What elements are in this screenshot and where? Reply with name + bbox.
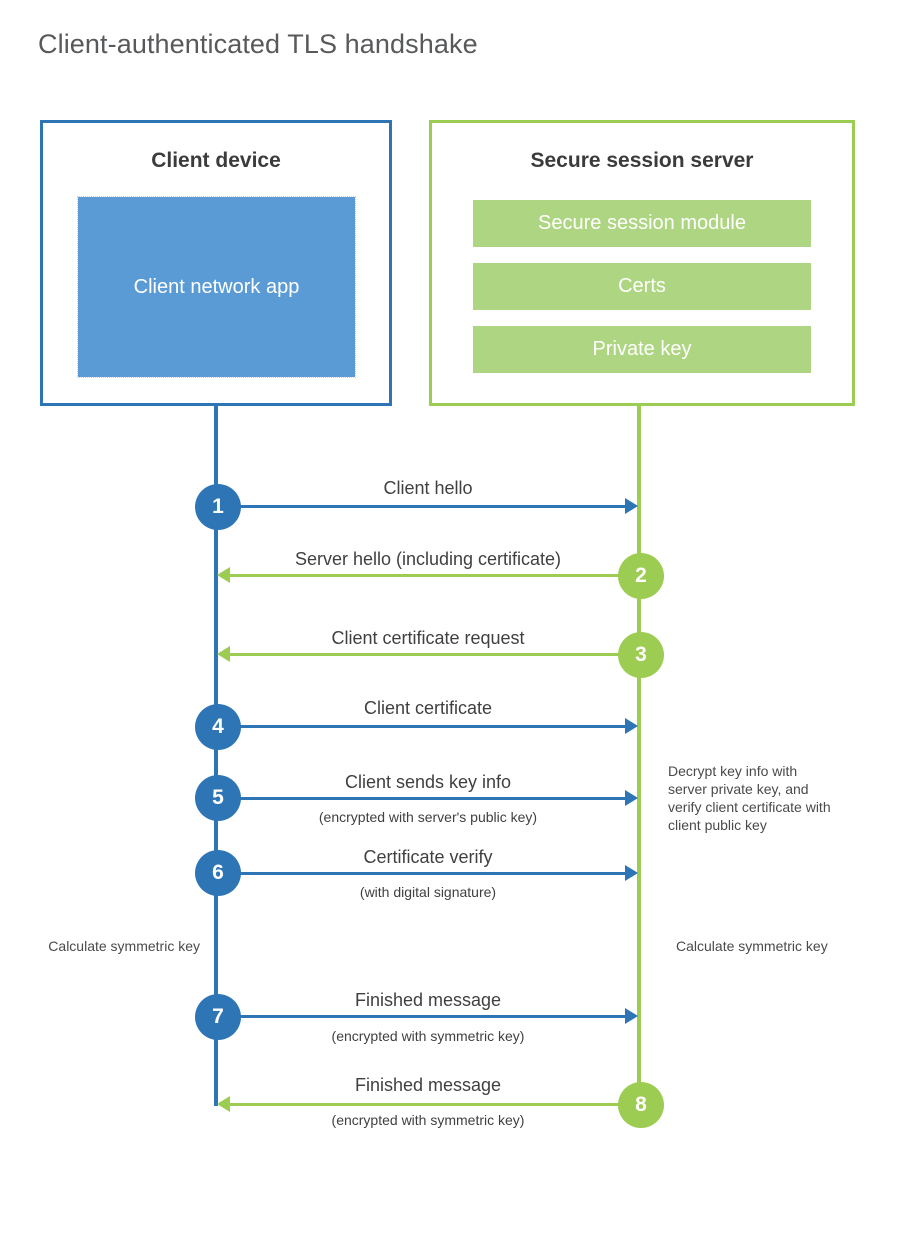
page-title: Client-authenticated TLS handshake	[38, 29, 478, 59]
client-lifeline	[214, 406, 218, 1106]
client-network-app-label: Client network app	[133, 276, 300, 298]
secure-session-server-title: Secure session server	[530, 149, 754, 172]
step-6-badge[interactable]: 6	[195, 850, 241, 896]
step-6-sublabel: (with digital signature)	[359, 884, 497, 900]
client-network-app-block: Client network app	[77, 196, 356, 378]
step-7-badge[interactable]: 7	[195, 994, 241, 1040]
step-1-label: Client hello	[383, 478, 473, 498]
step-5-arrow-line	[218, 797, 625, 800]
server-bar-private-key: Private key	[473, 326, 811, 373]
step-4-arrow-line	[218, 725, 625, 728]
step-1-number: 1	[212, 495, 224, 518]
secure-session-server-panel: Secure session server Secure session mod…	[429, 120, 855, 406]
step-7-sublabel: (encrypted with symmetric key)	[331, 1028, 525, 1044]
server-bar-secure-session-module: Secure session module	[473, 200, 811, 247]
step-3-label: Client certificate request	[331, 628, 525, 648]
step-3-badge[interactable]: 3	[618, 632, 664, 678]
step-5-arrow-head-icon	[625, 790, 638, 806]
client-calculate-symmetric-key-note: Calculate symmetric key	[48, 938, 200, 954]
step-7-label: Finished message	[354, 990, 502, 1010]
step-7-arrow-head-icon	[625, 1008, 638, 1024]
client-device-panel: Client device Client network app	[40, 120, 392, 406]
step-8-label: Finished message	[354, 1075, 502, 1095]
step-4-badge[interactable]: 4	[195, 704, 241, 750]
step-1-arrow-head-icon	[625, 498, 638, 514]
step-6-label: Certificate verify	[363, 847, 493, 867]
step-8-number: 8	[635, 1093, 647, 1116]
step-1-badge[interactable]: 1	[195, 484, 241, 530]
step-5-label: Client sends key info	[344, 772, 512, 792]
step-5-number: 5	[212, 786, 224, 809]
step-6-number: 6	[212, 861, 224, 884]
server-bar-certs: Certs	[473, 263, 811, 310]
server-calculate-symmetric-key-note: Calculate symmetric key	[676, 938, 828, 954]
server-bar-label: Secure session module	[538, 212, 746, 234]
step-7-number: 7	[212, 1005, 224, 1028]
step-8-arrow-head-icon	[217, 1096, 230, 1112]
step-4-arrow-head-icon	[625, 718, 638, 734]
step-6-arrow-line	[218, 872, 625, 875]
step-5-badge[interactable]: 5	[195, 775, 241, 821]
step-5-sublabel: (encrypted with server's public key)	[318, 809, 538, 825]
step-6-arrow-head-icon	[625, 865, 638, 881]
step-3-arrow-head-icon	[217, 646, 230, 662]
server-bar-label: Certs	[618, 275, 666, 297]
step-2-number: 2	[635, 564, 647, 587]
step-2-arrow-head-icon	[217, 567, 230, 583]
client-device-title: Client device	[151, 149, 281, 172]
step-3-number: 3	[635, 643, 647, 666]
server-decrypt-note: Decrypt key info with server private key…	[668, 763, 831, 833]
step-1-arrow-line	[218, 505, 625, 508]
step-2-label: Server hello (including certificate)	[294, 549, 562, 569]
step-7-arrow-line	[218, 1015, 625, 1018]
step-3-arrow-line	[230, 653, 639, 656]
step-8-badge[interactable]: 8	[618, 1082, 664, 1128]
step-2-arrow-line	[230, 574, 639, 577]
server-lifeline	[637, 406, 641, 1106]
step-8-sublabel: (encrypted with symmetric key)	[331, 1112, 525, 1128]
step-4-number: 4	[212, 715, 224, 738]
step-4-label: Client certificate	[363, 698, 493, 718]
step-8-arrow-line	[230, 1103, 639, 1106]
step-2-badge[interactable]: 2	[618, 553, 664, 599]
server-bar-label: Private key	[592, 338, 692, 360]
